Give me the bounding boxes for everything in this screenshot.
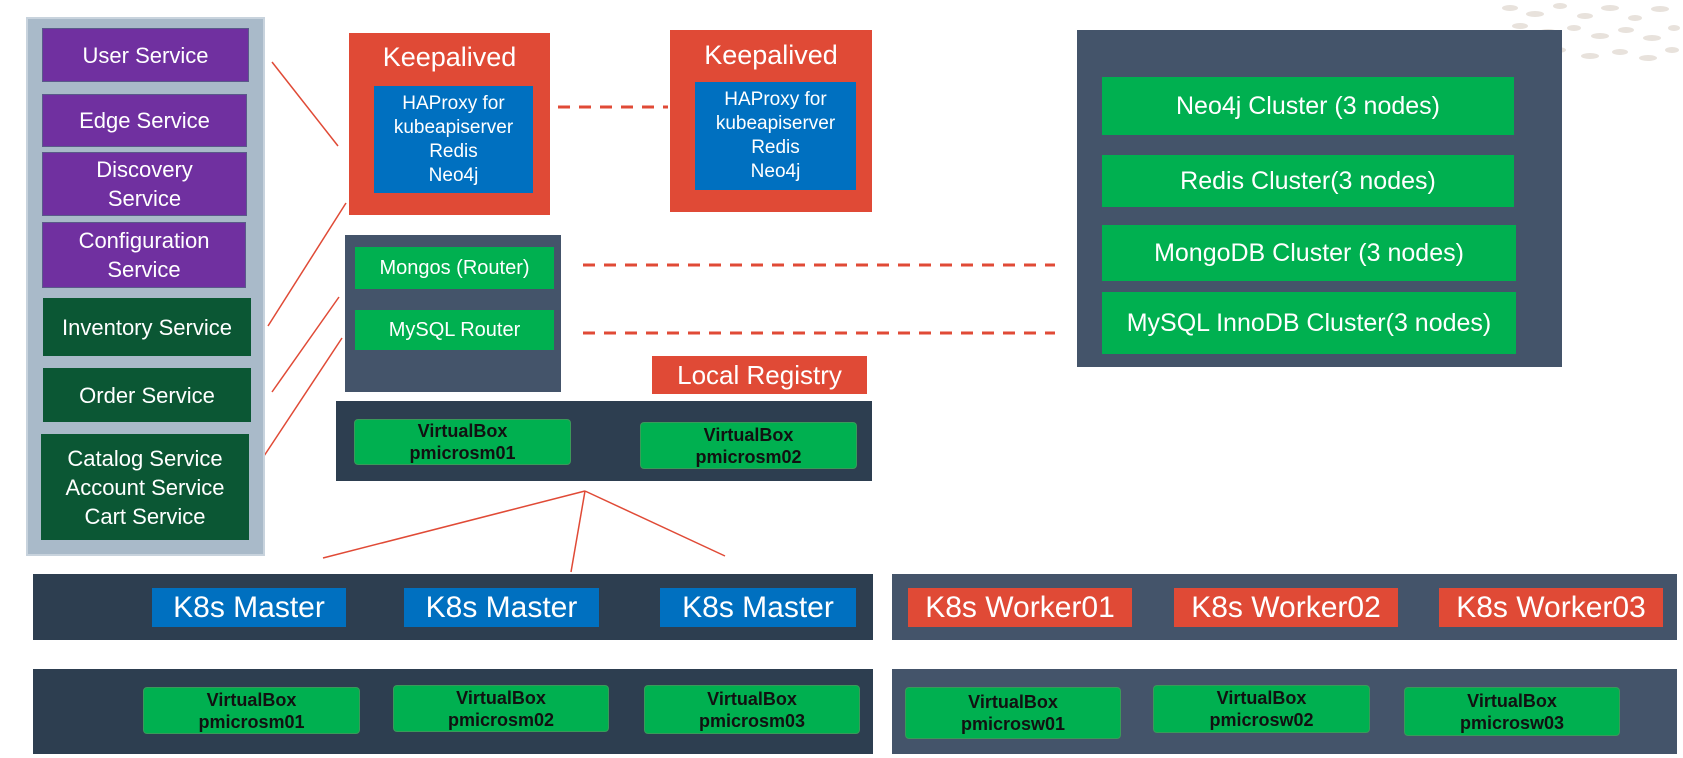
haproxy-box-2: HAProxy for kubeapiserver Redis Neo4j (695, 82, 856, 190)
k8s-master-2: K8s Master (404, 588, 599, 627)
connector-inventory-keepalived (267, 202, 347, 327)
connector-order-router (271, 296, 340, 393)
order-service: Order Service (43, 368, 251, 422)
master-vm-pmicrosm01: VirtualBox pmicrosm01 (143, 687, 360, 734)
mysql-innodb-cluster: MySQL InnoDB Cluster(3 nodes) (1102, 292, 1516, 354)
haproxy-box-1: HAProxy for kubeapiserver Redis Neo4j (374, 86, 533, 193)
mysql-router: MySQL Router (355, 310, 554, 350)
connector-registry-left (322, 490, 586, 559)
mongodb-cluster: MongoDB Cluster (3 nodes) (1102, 225, 1516, 281)
registry-vm-pmicrosm01: VirtualBox pmicrosm01 (354, 419, 571, 465)
user-service: User Service (42, 28, 249, 82)
connector-registry-center (570, 490, 586, 573)
keepalived-title-1: Keepalived (382, 41, 517, 72)
configuration-service: Configuration Service (42, 222, 246, 288)
registry-vm-pmicrosm02: VirtualBox pmicrosm02 (640, 422, 857, 469)
k8s-master-1: K8s Master (152, 588, 346, 627)
connector-catalog-router (263, 337, 343, 457)
k8s-worker03: K8s Worker03 (1439, 588, 1663, 627)
redis-cluster: Redis Cluster(3 nodes) (1102, 155, 1514, 207)
discovery-service: Discovery Service (42, 152, 247, 216)
worker-vm-pmicrosw03: VirtualBox pmicrosw03 (1404, 687, 1620, 736)
mongos-router: Mongos (Router) (355, 247, 554, 289)
k8s-worker01: K8s Worker01 (908, 588, 1132, 627)
inventory-service: Inventory Service (43, 298, 251, 356)
local-registry-label: Local Registry (652, 356, 867, 394)
connector-registry-right (584, 490, 726, 557)
connector-user-keepalived (271, 61, 339, 147)
k8s-master-3: K8s Master (660, 588, 856, 627)
keepalived-title-2: Keepalived (704, 39, 838, 70)
master-vm-pmicrosm03: VirtualBox pmicrosm03 (644, 685, 860, 734)
k8s-worker02: K8s Worker02 (1174, 588, 1398, 627)
worker-vm-pmicrosw01: VirtualBox pmicrosw01 (905, 687, 1121, 739)
catalog-account-cart-service: Catalog Service Account Service Cart Ser… (41, 434, 249, 540)
worker-vm-pmicrosw02: VirtualBox pmicrosw02 (1153, 685, 1370, 733)
edge-service: Edge Service (42, 94, 247, 147)
master-vm-pmicrosm02: VirtualBox pmicrosm02 (393, 685, 609, 732)
neo4j-cluster: Neo4j Cluster (3 nodes) (1102, 77, 1514, 135)
